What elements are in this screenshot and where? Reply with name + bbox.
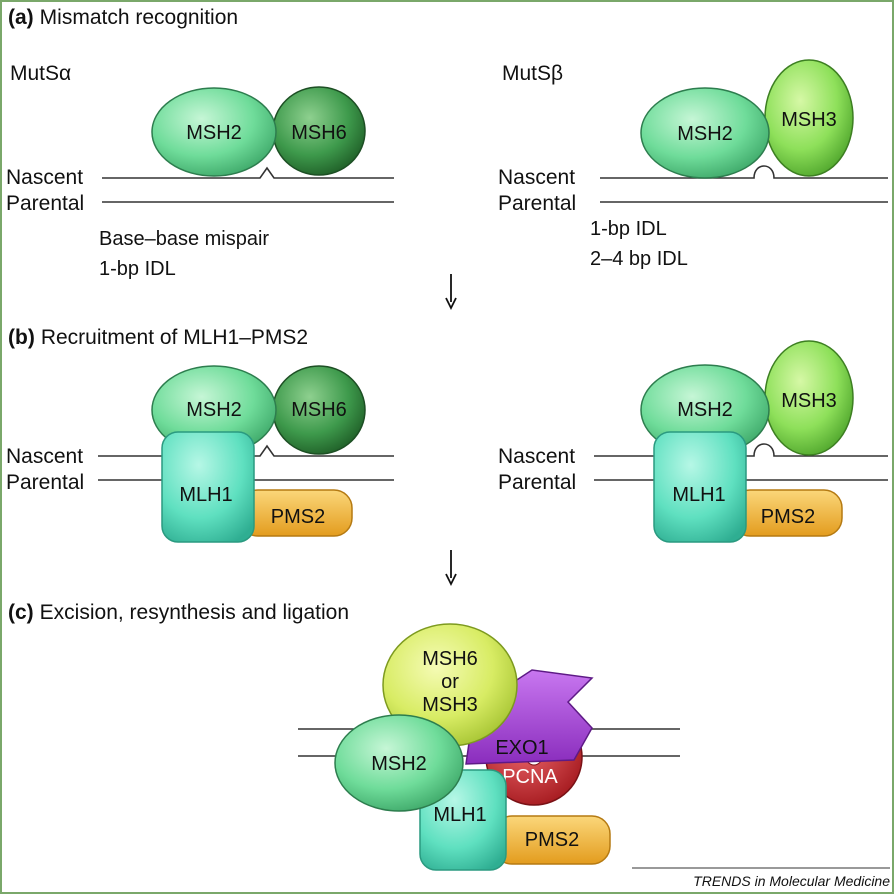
msh3-label: MSH3	[781, 109, 837, 131]
mutsalpha-label: MutSα	[10, 62, 71, 85]
msh6-or-msh3-label-line-3: MSH3	[422, 694, 478, 716]
section-a: (a)Mismatch recognition MutSα MutSβ Nasc…	[6, 6, 888, 280]
section-b: (b)Recruitment of MLH1–PMS2 Nascent Pare…	[6, 326, 888, 543]
parental-label: Parental	[6, 192, 84, 215]
section-c-title: (c)Excision, resynthesis and ligation	[8, 601, 349, 624]
mlh1-label: MLH1	[179, 484, 232, 506]
nascent-label: Nascent	[6, 445, 83, 468]
section-c: (c)Excision, resynthesis and ligation PC…	[8, 601, 680, 871]
msh2-label: MSH2	[186, 399, 242, 421]
parental-label: Parental	[498, 192, 576, 215]
journal-credit: TRENDS in Molecular Medicine	[693, 873, 890, 889]
substrate-note-right-2: 2–4 bp IDL	[590, 248, 688, 270]
parental-label: Parental	[498, 471, 576, 494]
msh6-or-msh3-label-line-2: or	[441, 671, 459, 693]
mlh1-label: MLH1	[672, 484, 725, 506]
nascent-strand-a-right	[600, 165, 888, 179]
pms2-label: PMS2	[525, 829, 579, 851]
substrate-note-right-1: 1-bp IDL	[590, 218, 667, 240]
substrate-note-left-1: Base–base mispair	[99, 228, 269, 250]
msh6-or-msh3-label-line-1: MSH6	[422, 648, 478, 670]
nascent-strand-b-right	[594, 443, 888, 457]
msh2-label: MSH2	[186, 122, 242, 144]
mlh1-protein	[161, 431, 255, 543]
substrate-note-left-2: 1-bp IDL	[99, 258, 176, 280]
msh2-protein	[640, 87, 770, 179]
nascent-strand-a-left	[102, 166, 394, 179]
credit-block: TRENDS in Molecular Medicine	[632, 867, 890, 889]
arrow-a-to-b	[445, 274, 457, 311]
pcna-label: PCNA	[502, 766, 558, 788]
msh2-protein	[334, 714, 464, 812]
mlh1-protein	[653, 431, 747, 543]
msh2-label: MSH2	[371, 753, 427, 775]
msh2-protein	[151, 87, 277, 177]
msh3-label: MSH3	[781, 390, 837, 412]
exo1-label: EXO1	[495, 737, 548, 759]
msh2-label: MSH2	[677, 399, 733, 421]
mlh1-label: MLH1	[433, 804, 486, 826]
msh2-label: MSH2	[677, 123, 733, 145]
section-a-title: (a)Mismatch recognition	[8, 6, 238, 29]
msh6-label: MSH6	[291, 399, 347, 421]
section-b-title: (b)Recruitment of MLH1–PMS2	[8, 326, 308, 349]
mutsbeta-label: MutSβ	[502, 62, 563, 85]
parental-label: Parental	[6, 471, 84, 494]
nascent-label: Nascent	[6, 166, 83, 189]
pms2-label: PMS2	[761, 506, 815, 528]
arrow-b-to-c	[445, 550, 457, 587]
nascent-label: Nascent	[498, 445, 575, 468]
nascent-label: Nascent	[498, 166, 575, 189]
msh6-label: MSH6	[291, 122, 347, 144]
pms2-label: PMS2	[271, 506, 325, 528]
